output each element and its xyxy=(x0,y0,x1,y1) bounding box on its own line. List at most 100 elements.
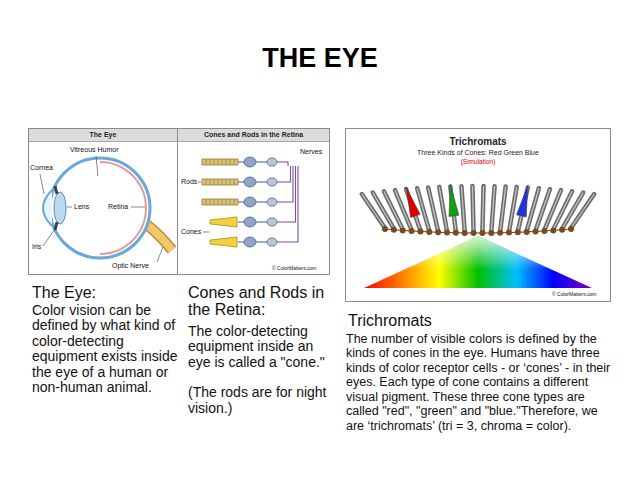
cell-nucleus xyxy=(488,230,494,236)
cell-nucleus xyxy=(444,230,450,236)
rod-disc xyxy=(218,199,219,205)
iris xyxy=(55,186,57,194)
rod-disc xyxy=(206,159,207,165)
part-label: Vitreous Humor xyxy=(70,146,119,154)
panel-header: Cones and Rods in the Retina xyxy=(178,129,329,142)
part-label: Cones xyxy=(181,228,201,236)
cell-nucleus xyxy=(382,226,388,232)
cell-link xyxy=(256,202,267,203)
rod-cell xyxy=(439,187,447,232)
rod-disc xyxy=(210,159,211,165)
cell-body xyxy=(244,157,256,167)
cornea xyxy=(43,190,52,226)
body-text: Color vision can be defined by what kind… xyxy=(32,303,182,396)
rod-highlight xyxy=(509,187,517,232)
color-cone xyxy=(449,184,459,216)
retina-cells xyxy=(202,157,298,247)
rod-disc xyxy=(210,199,211,205)
cell-nucleus xyxy=(471,230,477,236)
rod-disc xyxy=(226,159,227,165)
cell-nucleus xyxy=(568,226,574,232)
cell-nucleus xyxy=(497,230,503,236)
rod-cell xyxy=(417,188,429,231)
part-label: Iris xyxy=(32,243,41,251)
rod-disc xyxy=(234,199,235,205)
rod-disc xyxy=(234,179,235,185)
rod-disc xyxy=(218,159,219,165)
color-cone xyxy=(516,185,527,217)
rod-highlight xyxy=(461,186,464,232)
cell-nucleus xyxy=(453,230,459,236)
nerve-fiber xyxy=(277,162,288,166)
figure-panel: TrichromatsThree Kinds of Cones: Red Gre… xyxy=(345,128,611,302)
cell-body xyxy=(244,217,256,227)
cell-nucleus xyxy=(400,227,406,233)
cone-cell xyxy=(210,217,237,227)
cell-nucleus xyxy=(524,229,530,235)
cell-nucleus xyxy=(559,227,565,233)
optic-nerve-core xyxy=(146,224,172,250)
rod-cell xyxy=(202,179,238,185)
rod-highlight xyxy=(482,186,483,232)
rod-cell xyxy=(509,187,517,232)
section-heading: Trichromats xyxy=(348,312,610,330)
cell-body xyxy=(244,237,256,247)
part-label: Optic Nerve xyxy=(112,262,149,270)
rod-highlight xyxy=(571,194,594,228)
cell-nucleus xyxy=(391,227,397,233)
part-label: Cornea xyxy=(30,164,53,172)
rod-highlight xyxy=(472,186,473,232)
lens xyxy=(54,192,66,224)
rod-disc xyxy=(218,179,219,185)
cell-link xyxy=(256,242,267,243)
cell-link xyxy=(256,162,267,163)
part-label: Retina xyxy=(108,203,128,211)
rod-highlight xyxy=(500,186,506,231)
iris xyxy=(55,222,57,230)
panel-header: The Eye xyxy=(29,129,177,142)
spectrum-triangle xyxy=(364,236,592,288)
figure-note: (Simulation) xyxy=(346,157,610,166)
cone-cell xyxy=(210,237,237,247)
cell-body xyxy=(244,197,256,207)
bipolar-cell xyxy=(267,178,277,186)
section-heading: Cones and Rods in the Retina: xyxy=(188,284,334,319)
cell-link xyxy=(256,182,267,183)
slide-title: THE EYE xyxy=(0,42,640,74)
rod-cell xyxy=(500,186,506,231)
body-text: (The rods are for night vision.) xyxy=(188,385,328,416)
eye-figure xyxy=(40,156,209,262)
rod-cell xyxy=(202,159,238,165)
rod-disc xyxy=(206,199,207,205)
cell-nucleus xyxy=(506,230,512,236)
rod-highlight xyxy=(439,187,447,232)
rod-disc xyxy=(206,179,207,185)
rod-disc xyxy=(222,159,223,165)
rod-disc xyxy=(222,179,223,185)
rod-disc xyxy=(214,179,215,185)
figure-subtitle: Three Kinds of Cones: Red Green Blue xyxy=(346,148,610,157)
rod-disc xyxy=(230,199,231,205)
rod-highlight xyxy=(544,190,561,230)
rod-disc xyxy=(226,199,227,205)
bipolar-cell xyxy=(267,218,277,226)
rod-disc xyxy=(226,179,227,185)
nerve-fiber xyxy=(277,166,291,182)
rod-disc xyxy=(214,159,215,165)
spectrum-fade xyxy=(364,236,592,288)
rod-cell xyxy=(491,186,494,232)
spectrum xyxy=(364,236,592,288)
cell-nucleus xyxy=(417,228,423,234)
leader-lines xyxy=(40,156,209,262)
rod-disc xyxy=(230,159,231,165)
cell-link xyxy=(256,222,267,223)
rod-cell xyxy=(202,199,238,205)
nerve-fiber xyxy=(277,166,296,222)
section-heading: The Eye: xyxy=(32,284,180,302)
rod-cell xyxy=(428,187,438,231)
body-text: The color-detecting equipment inside an … xyxy=(188,324,328,371)
part-label: Lens xyxy=(74,203,89,211)
cell-nucleus xyxy=(426,229,432,235)
part-label: Rods xyxy=(181,178,197,186)
